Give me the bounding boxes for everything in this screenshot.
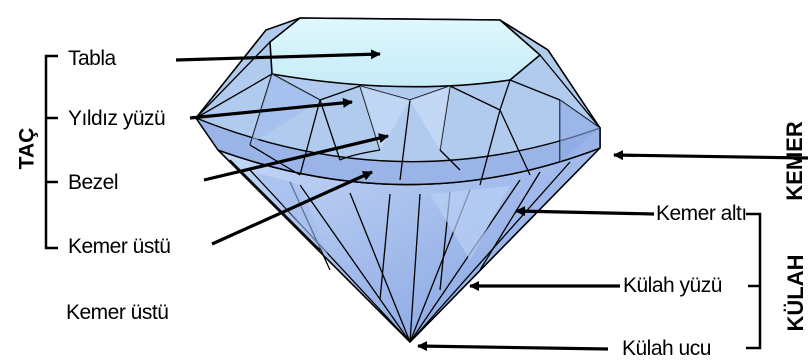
label-culet: Külah ucu <box>622 338 711 359</box>
arrow-culet <box>418 346 608 349</box>
table-facet <box>270 18 540 87</box>
girdle-group-label: KEMER <box>784 117 806 205</box>
crown-bracket <box>46 56 58 248</box>
pavilion-bracket <box>746 214 760 348</box>
arrow-girdle <box>614 155 808 158</box>
label-star-facet: Yıldız yüzü <box>68 108 165 129</box>
crown-group-label: TAÇ <box>17 119 38 179</box>
pavilion-group-label: KÜLAH <box>785 249 807 337</box>
label-pavilion-facet: Külah yüzü <box>623 275 722 296</box>
label-upper-girdle: Kemer üstü <box>68 236 170 257</box>
label-lower-girdle: Kemer altı <box>656 203 747 224</box>
label-bezel: Bezel <box>68 172 118 193</box>
label-table: Tabla <box>68 48 116 69</box>
label-lower-girdle-bottom-left: Kemer üstü <box>66 302 168 323</box>
